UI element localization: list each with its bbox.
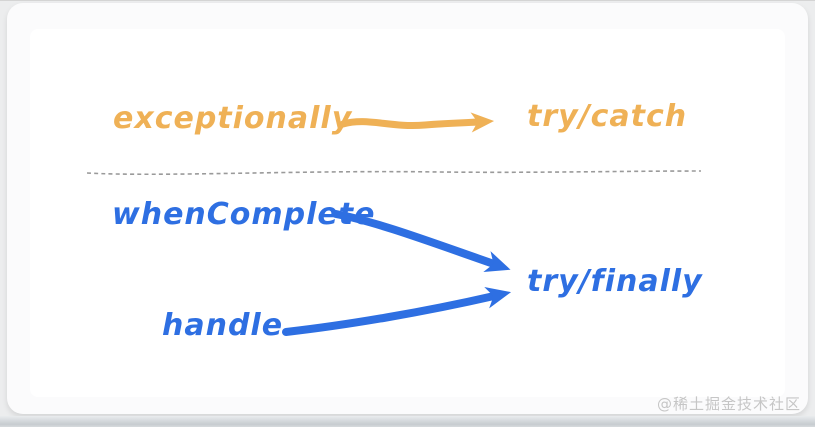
- label-exceptionally: exceptionally: [113, 101, 353, 136]
- label-whencomplete: whenComplete: [112, 197, 376, 232]
- label-handle: handle: [162, 308, 284, 343]
- label-try-finally: try/finally: [527, 264, 703, 299]
- watermark-text: @稀土掘金技术社区: [656, 395, 801, 413]
- label-try-catch: try/catch: [527, 99, 688, 134]
- bottom-shadow-band: [0, 416, 815, 427]
